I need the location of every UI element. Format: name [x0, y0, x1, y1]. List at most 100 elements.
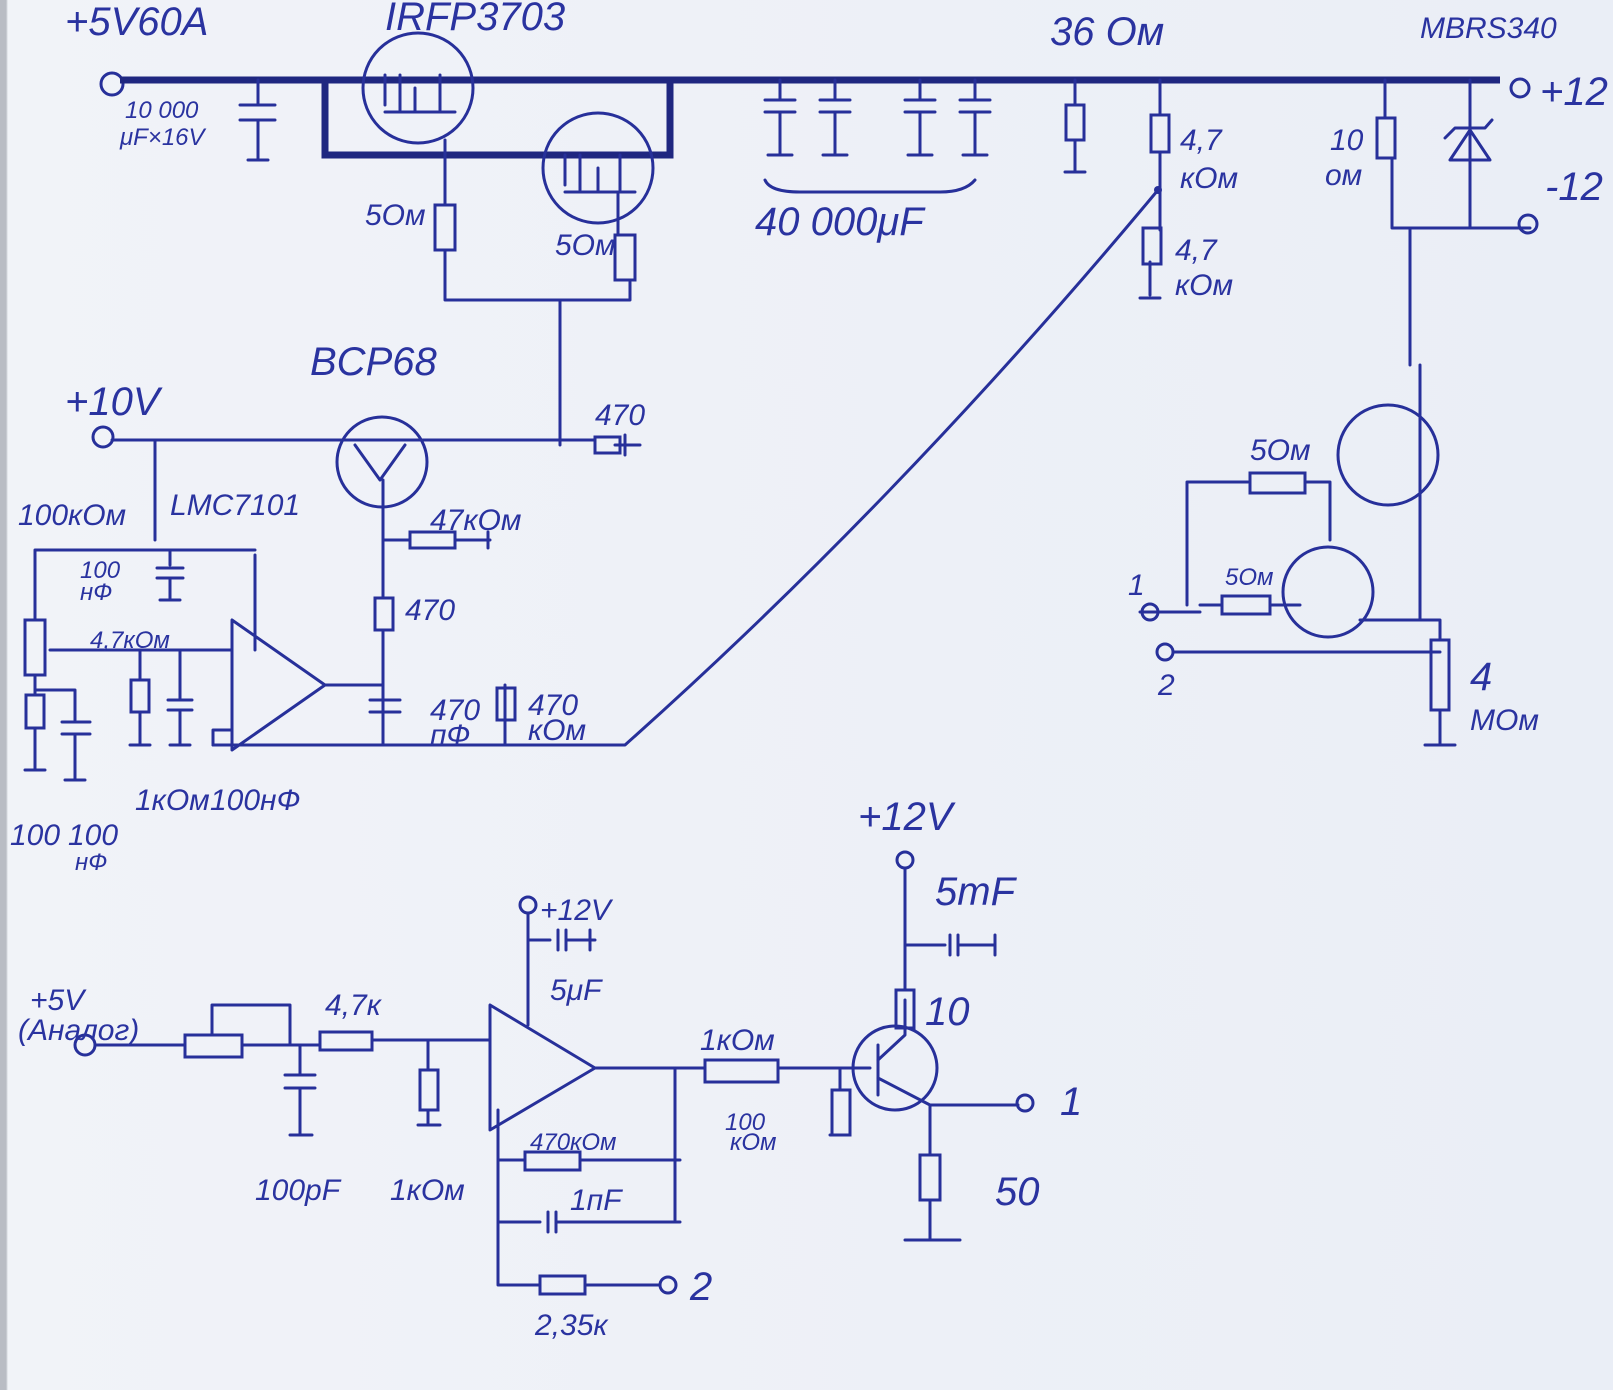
label-out-term-2: 2: [689, 1265, 712, 1309]
mosfet-1: [361, 31, 475, 145]
opamp-2: [488, 1003, 597, 1132]
resistor-470-em: [373, 596, 395, 632]
terminal-out-2: [658, 1275, 678, 1295]
terminal-12v-a: [895, 850, 915, 870]
label-res-1k-b: 1кОм: [390, 1174, 465, 1207]
label-gate-r-a: 5Ом: [1250, 434, 1311, 467]
label-res-4m-2: МОм: [1470, 704, 1539, 737]
label-res-470k-fb: 470кОм: [530, 1129, 617, 1156]
label-res-47k: 47кОм: [430, 504, 521, 537]
resistor-1k: [129, 678, 151, 714]
terminal-12v-b: [518, 895, 538, 915]
resistor-1k-out: [703, 1058, 780, 1084]
label-out-plus: +12: [1540, 70, 1608, 114]
gate-wires: [443, 138, 632, 447]
label-cap-100nf-b: 100нФ: [210, 784, 300, 817]
mosfet-switch-1: [1336, 403, 1440, 507]
label-opamp1: LMC7101: [170, 489, 300, 522]
output-feedback-wires: [496, 1066, 872, 1287]
label-res-4m-1: 4: [1470, 655, 1492, 699]
capacitor-bank: [763, 78, 992, 157]
terminal-plus-12: [1509, 77, 1531, 99]
gate-drive-wires: [1138, 480, 1332, 614]
label-supply-5v-2: (Аналог): [18, 1014, 139, 1047]
label-gate-r-b: 5Ом: [1225, 564, 1273, 591]
label-res-470-em: 470: [405, 594, 455, 627]
gate-resistor-1: [433, 203, 457, 252]
capacitor-bank-brace: [763, 178, 977, 194]
divider-res-top: [1149, 113, 1171, 154]
label-out-term-1: 1: [1060, 1080, 1082, 1124]
label-res-36: 36 Ом: [1050, 10, 1164, 54]
terminal-2: [1155, 642, 1175, 662]
label-supply-12v-b: +12V: [540, 894, 614, 927]
terminal-out-1: [1015, 1093, 1035, 1113]
resistor-470k-fb: [523, 1150, 582, 1172]
resistor-10b: [894, 988, 916, 1030]
switch-stage: [1138, 226, 1457, 747]
label-res-10b: 10: [925, 990, 970, 1034]
mosfet-2: [541, 111, 655, 225]
terminal-10v: [91, 425, 115, 449]
res-36-wires: [1063, 78, 1087, 174]
label-res-470k-2: кОм: [528, 714, 586, 747]
label-cap-main-2: μF×16V: [119, 124, 207, 151]
label-div-bot-1: 4,7: [1175, 234, 1218, 267]
opamp-supply-wires: [526, 911, 597, 1027]
labels: +5V60A IRFP3703 36 Ом MBRS340 +12 -12 10…: [10, 0, 1608, 1342]
label-caps-bank: 40 000μF: [755, 200, 926, 244]
power-stage: [99, 31, 1539, 447]
potentiometer: [183, 1033, 244, 1059]
mosfet-2-symbol: [563, 153, 637, 194]
label-diode: MBRS340: [1420, 12, 1557, 45]
opamp1-wires: [33, 548, 257, 747]
label-out-minus: -12: [1545, 165, 1603, 209]
label-cap-100pf: 100pF: [255, 1174, 342, 1207]
resistor-47k: [408, 530, 457, 550]
resistor-100k: [830, 1088, 852, 1137]
drive-wires: [110, 433, 642, 542]
label-transistor: BCP68: [310, 340, 437, 384]
resistor-470-base: [593, 435, 622, 455]
emitter-wires: [353, 443, 492, 747]
driver-stage: [23, 188, 1160, 782]
divider-res-bottom: [1141, 226, 1163, 266]
transistor-wires: [876, 998, 1020, 1242]
resistor-100: [24, 693, 46, 730]
label-cap-100nf-1: 100: [80, 557, 121, 584]
label-res-100k: 100: [725, 1109, 766, 1136]
cap-10000uf: [238, 78, 277, 162]
resistor-1k-input: [418, 1068, 440, 1112]
potentiometer-100k: [23, 618, 47, 677]
terminal-1: [1140, 602, 1160, 622]
gate-resistor-2: [613, 233, 637, 282]
label-res-10-1: 10: [1330, 124, 1364, 157]
terminal-minus-12: [1517, 213, 1539, 235]
label-cap-main-1: 10 000: [125, 97, 199, 124]
resistor-2k35: [538, 1274, 587, 1296]
resistor-470k: [495, 686, 517, 722]
gate-resistor-b: [1220, 594, 1272, 616]
label-div-bot-2: кОм: [1175, 269, 1233, 302]
label-div-top-1: 4,7: [1180, 124, 1223, 157]
label-term-2: 2: [1157, 669, 1175, 702]
label-res-4k7-b: 4,7к: [325, 989, 383, 1022]
label-cap-470pf-1: 470: [430, 694, 480, 727]
feedback-wires: [211, 188, 1160, 747]
label-term-1: 1: [1128, 569, 1145, 602]
label-supply-main: +5V60A: [65, 0, 208, 44]
label-pot-100k: 100кОм: [18, 499, 126, 532]
label-cap-100-2: нФ: [75, 849, 107, 876]
label-res-50: 50: [995, 1170, 1040, 1214]
label-res-470k-1: 470: [528, 689, 578, 722]
diode-output-wires: [1383, 78, 1532, 230]
label-cap-5uf-b: 5μF: [550, 974, 603, 1007]
label-res-1k: 1кОм: [135, 784, 210, 817]
label-gate-res-2: 5Ом: [555, 229, 616, 262]
divider-network: [23, 648, 234, 782]
label-mosfet: IRFP3703: [385, 0, 565, 39]
resistor-4m: [1429, 638, 1451, 712]
switch-wires: [1358, 226, 1457, 747]
